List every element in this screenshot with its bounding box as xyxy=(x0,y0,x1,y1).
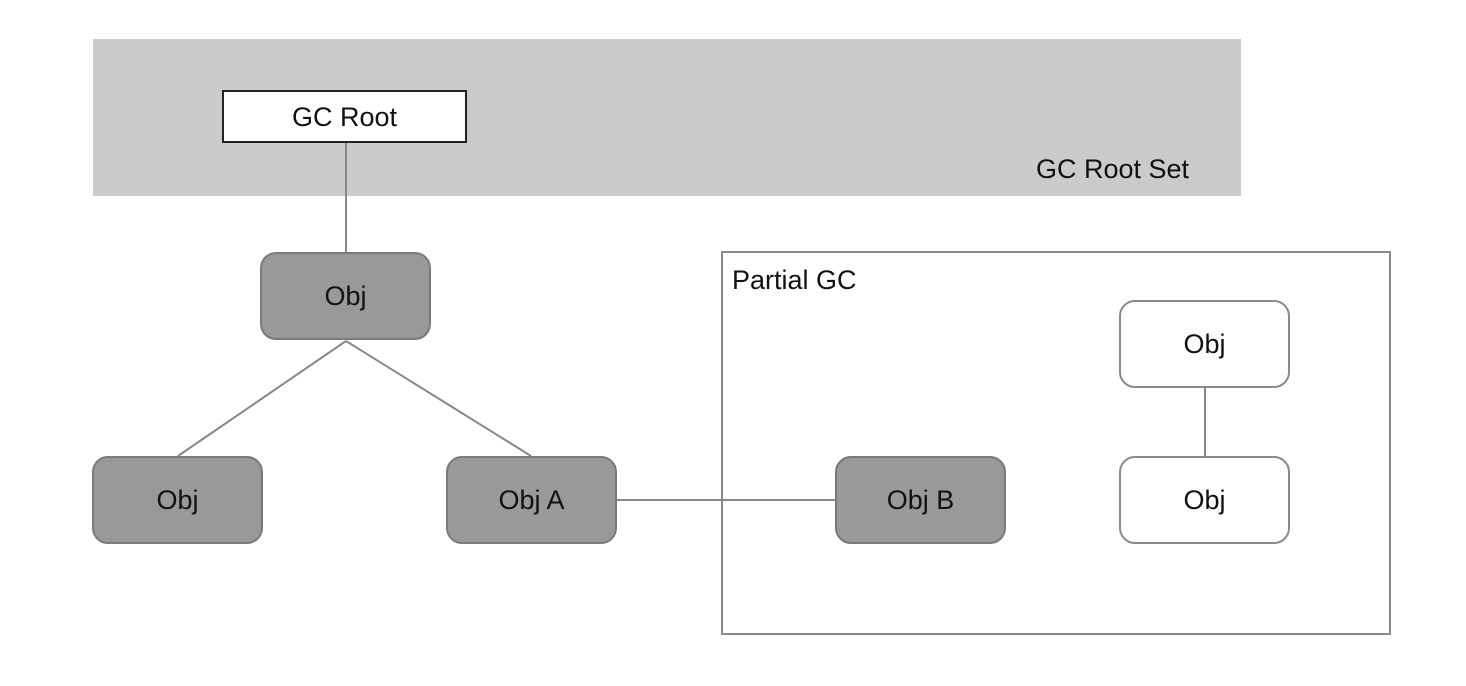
gc-root-node: GC Root xyxy=(222,90,467,143)
partial-gc-label: Partial GC xyxy=(732,265,857,295)
obj-a-node: Obj A xyxy=(446,456,617,544)
obj-node-top: Obj xyxy=(260,252,431,340)
isolated-obj-node-top: Obj xyxy=(1119,300,1290,388)
edge-obj-to-left-obj xyxy=(177,340,347,457)
obj-b-node: Obj B xyxy=(835,456,1006,544)
isolated-obj-node-bottom: Obj xyxy=(1119,456,1290,544)
partial-gc-region xyxy=(721,251,1391,635)
gc-root-set-label: GC Root Set xyxy=(1036,154,1190,184)
obj-node-left: Obj xyxy=(92,456,263,544)
edge-obj-to-obj-a xyxy=(345,340,532,457)
